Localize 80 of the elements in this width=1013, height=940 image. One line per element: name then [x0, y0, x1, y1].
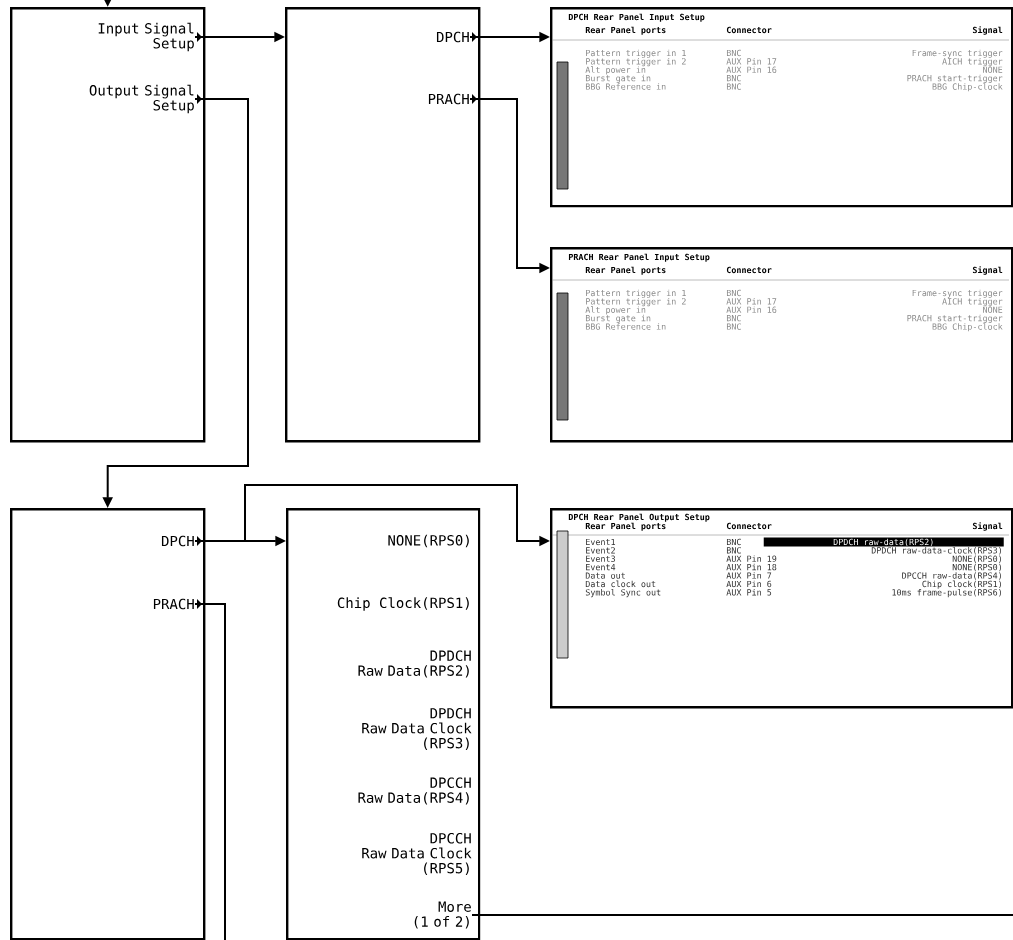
softkey-label: DPCCH Raw Data Clock (RPS5) — [362, 832, 472, 876]
table-cell: 10ms frame-pulse(RPS6) — [892, 588, 1001, 598]
table-cell: PRACH start-trigger — [907, 314, 1003, 323]
table-cell: AUX Pin 7 — [726, 572, 772, 579]
softkey-label: DPCH — [161, 535, 202, 547]
table-cell: AICH trigger — [942, 298, 1003, 307]
table-cell: BBG Reference in — [585, 83, 666, 90]
table-cell: Pattern trigger in 2 — [586, 298, 686, 307]
table-cell: Chip clock(RPS1) — [922, 580, 1001, 589]
column-header: Rear Panel ports — [585, 26, 666, 35]
table-cell: NONE — [983, 66, 1003, 73]
table-cell: DPDCH raw-data-clock(RPS3) — [871, 546, 1001, 555]
table-cell: Data clock out — [585, 580, 656, 588]
table-cell: BNC — [726, 74, 741, 82]
softkey-menu — [10, 508, 206, 940]
softkey-menu — [10, 7, 206, 443]
table-cell: Pattern trigger in 1 — [586, 49, 686, 58]
screen-title: PRACH Rear Panel Input Setup — [568, 253, 710, 262]
softkey-label: More (1 of 2) — [414, 901, 471, 929]
softkey-label: PRACH — [153, 598, 202, 610]
softkey-label: Chip Clock(RPS1) — [337, 597, 469, 611]
softkey-label: DPCH — [436, 31, 477, 43]
table-cell: BBG Chip-clock — [932, 323, 1003, 332]
softkey-label: Output Signal Setup — [89, 84, 202, 114]
table-cell: AUX Pin 17 — [726, 298, 777, 305]
softkey-menu — [285, 7, 481, 443]
table-cell: AUX Pin 6 — [726, 580, 772, 588]
table-cell: BNC — [726, 538, 741, 546]
table-cell: Burst gate in — [585, 314, 651, 323]
table-cell: Alt power in — [585, 66, 646, 75]
softkey-label: DPDCH Raw Data Clock (RPS3) — [362, 707, 472, 751]
table-cell: BNC — [726, 315, 741, 322]
table-cell: Pattern trigger in 2 — [586, 58, 686, 67]
screen-title: DPCH Rear Panel Input Setup — [568, 13, 705, 22]
column-header: Rear Panel ports — [585, 266, 666, 275]
column-header: Connector — [726, 26, 772, 34]
table-cell: NONE — [983, 306, 1003, 313]
softkey-label: DPCCH Raw Data(RPS4) — [358, 777, 471, 805]
column-header: Signal — [972, 522, 1003, 531]
table-cell: Frame-sync trigger — [912, 289, 1003, 298]
highlighted-cell: DPDCH raw-data(RPS2) — [763, 537, 1004, 547]
table-cell: BNC — [726, 83, 741, 90]
table-cell: BBG Chip-clock — [932, 83, 1003, 92]
table-cell: Pattern trigger in 1 — [586, 289, 686, 298]
softkey-label: PRACH — [428, 93, 477, 105]
table-cell: AUX Pin 16 — [726, 66, 777, 73]
table-cell: Event1 — [586, 538, 616, 546]
table-cell: BNC — [726, 49, 741, 57]
table-cell: Burst gate in — [585, 74, 651, 83]
softkey-label: DPDCH Raw Data(RPS2) — [358, 650, 471, 678]
table-cell: Event3 — [586, 555, 615, 562]
table-cell: AUX Pin 19 — [726, 555, 777, 562]
table-cell: Event2 — [586, 547, 615, 554]
table-cell: NONE(RPS0) — [952, 563, 1001, 572]
column-header: Signal — [972, 266, 1003, 275]
table-cell: Data out — [585, 572, 625, 579]
softkey-label: Input Signal Setup — [98, 22, 202, 52]
table-cell: AUX Pin 5 — [726, 589, 772, 596]
table-cell: Frame-sync trigger — [912, 49, 1003, 58]
column-header: Signal — [972, 26, 1003, 35]
table-cell: NONE(RPS0) — [952, 555, 1001, 563]
table-cell: AUX Pin 18 — [726, 563, 777, 571]
softkey-menu — [286, 508, 481, 940]
table-cell: PRACH start-trigger — [907, 74, 1003, 83]
table-cell: DPCCH raw-data(RPS4) — [902, 572, 1001, 580]
table-cell: BBG Reference in — [585, 323, 666, 330]
column-header: Rear Panel ports — [585, 522, 666, 531]
table-cell: Symbol Sync out — [585, 588, 661, 598]
softkey-label: NONE(RPS0) — [388, 534, 469, 548]
table-cell: BNC — [726, 323, 741, 330]
table-cell: AUX Pin 17 — [726, 58, 777, 65]
table-cell: BNC — [726, 289, 741, 297]
table-cell: Event4 — [586, 564, 616, 571]
column-header: Connector — [726, 266, 772, 274]
screen-title: DPCH Rear Panel Output Setup — [568, 513, 710, 522]
table-cell: AICH trigger — [942, 58, 1003, 67]
table-cell: Alt power in — [585, 306, 646, 315]
table-cell: AUX Pin 16 — [726, 306, 777, 313]
column-header: Connector — [726, 522, 772, 530]
table-cell: BNC — [726, 547, 741, 554]
